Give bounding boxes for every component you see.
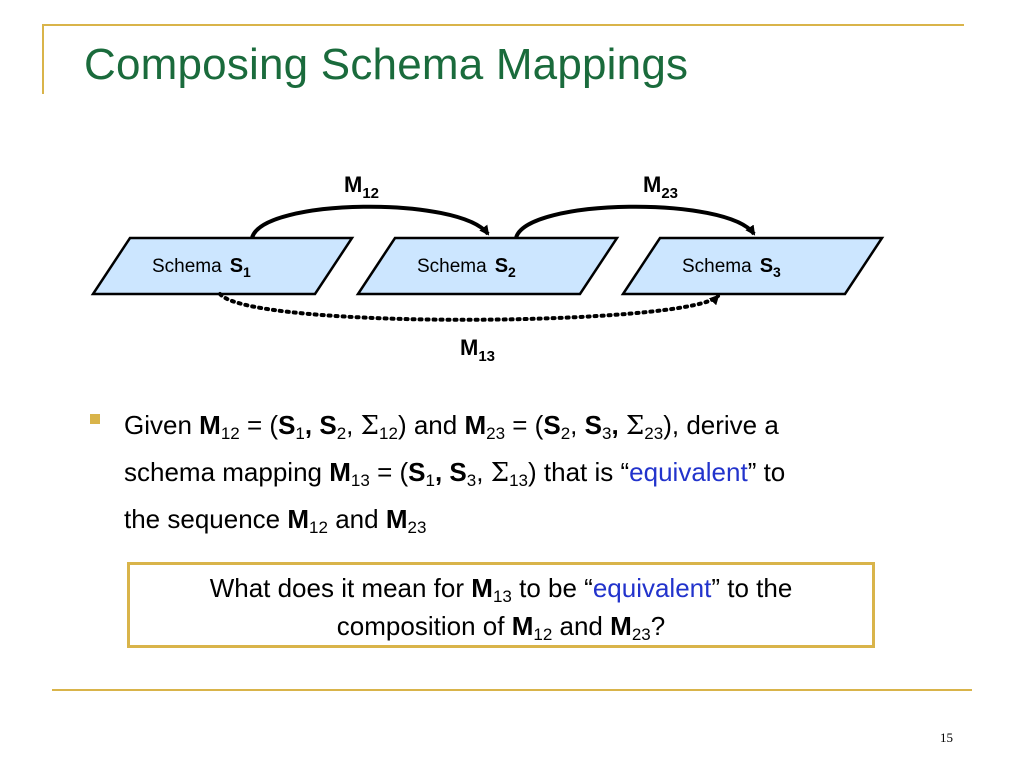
- m12-symbol: M: [511, 611, 534, 641]
- given-word: Given: [124, 410, 192, 440]
- comma: ,: [570, 410, 578, 440]
- sigma12-sub: 12: [379, 424, 398, 443]
- eq-open: = (: [512, 410, 544, 440]
- arrow-m12: [250, 204, 490, 239]
- s2-symbol: S: [543, 410, 561, 440]
- s1-symbol: S: [408, 457, 426, 487]
- arrow-m13: [218, 292, 720, 322]
- m23-symbol: M: [464, 410, 487, 440]
- that-is: ) that is “: [528, 457, 630, 487]
- m12-sub: 12: [533, 625, 553, 644]
- m12-sub: 12: [309, 518, 328, 537]
- comma: ,: [434, 457, 443, 487]
- m13-sub: 13: [350, 471, 370, 490]
- comma: ,: [611, 410, 619, 440]
- comma: ,: [346, 410, 354, 440]
- m23-sub: 23: [631, 625, 651, 644]
- close-derive: ), derive a: [663, 410, 779, 440]
- label-m23: M23: [643, 172, 678, 202]
- s3-symbol: S: [449, 457, 467, 487]
- label-m12: M12: [344, 172, 379, 202]
- question-callout-box: What does it mean for M13 to be “equival…: [127, 562, 875, 648]
- m23-sub: 23: [486, 424, 506, 443]
- eq-open: = (: [246, 410, 279, 440]
- eq-open: = (: [377, 457, 409, 487]
- s2-sub: 2: [560, 424, 571, 443]
- question-mark: ?: [650, 611, 666, 641]
- top-rule: [42, 24, 964, 26]
- bottom-rule: [52, 689, 972, 691]
- sigma12-symbol: Σ: [360, 411, 380, 441]
- s2-symbol: S: [319, 410, 337, 440]
- quote-to: ” to: [747, 457, 786, 487]
- comma: ,: [304, 410, 313, 440]
- left-rule: [42, 24, 44, 94]
- equivalent-highlight: equivalent: [629, 457, 748, 487]
- m23-sub: 23: [407, 518, 427, 537]
- sigma23-symbol: Σ: [625, 411, 645, 441]
- and-word: and: [335, 504, 379, 534]
- bullet-square-icon: [90, 414, 100, 424]
- s1-sub: 1: [295, 424, 305, 443]
- schema-mapping-phrase: schema mapping: [124, 457, 322, 487]
- close-and: ) and: [397, 410, 458, 440]
- the-sequence-phrase: the sequence: [124, 504, 281, 534]
- sigma13-sub: 13: [509, 471, 529, 490]
- m12-symbol: M: [199, 410, 221, 440]
- m13-symbol: M: [329, 457, 351, 487]
- schema-box-s1: [90, 236, 355, 296]
- s1-symbol: S: [278, 410, 296, 440]
- schema-box-s2: [355, 236, 620, 296]
- m12-symbol: M: [287, 504, 310, 534]
- m23-symbol: M: [385, 504, 408, 534]
- label-m13: M13: [460, 335, 495, 365]
- m23-symbol: M: [610, 611, 632, 641]
- page-number: 15: [940, 730, 953, 745]
- callout-text: composition of: [336, 611, 505, 641]
- s2-sub: 2: [336, 424, 347, 443]
- s1-sub: 1: [425, 471, 435, 490]
- arrow-m23: [514, 204, 756, 239]
- s3-sub: 3: [466, 471, 477, 490]
- comma: ,: [476, 457, 484, 487]
- and-word: and: [559, 611, 603, 641]
- s3-symbol: S: [584, 410, 602, 440]
- equivalent-highlight: equivalent: [592, 573, 712, 603]
- m13-symbol: M: [471, 573, 493, 603]
- callout-text: ” to the: [711, 573, 793, 603]
- sigma13-symbol: Σ: [490, 458, 510, 488]
- callout-text: What does it mean for: [209, 573, 465, 603]
- m13-sub: 13: [492, 587, 512, 606]
- sigma23-sub: 23: [644, 424, 664, 443]
- schema-box-s3: [620, 236, 885, 296]
- bullet-text: Given M12 = (S1, S2, Σ12) and M23 = (S2,…: [124, 402, 944, 542]
- callout-text: to be “: [519, 573, 593, 603]
- slide-title: Composing Schema Mappings: [84, 40, 689, 89]
- m12-sub: 12: [220, 424, 240, 443]
- s3-sub: 3: [601, 424, 612, 443]
